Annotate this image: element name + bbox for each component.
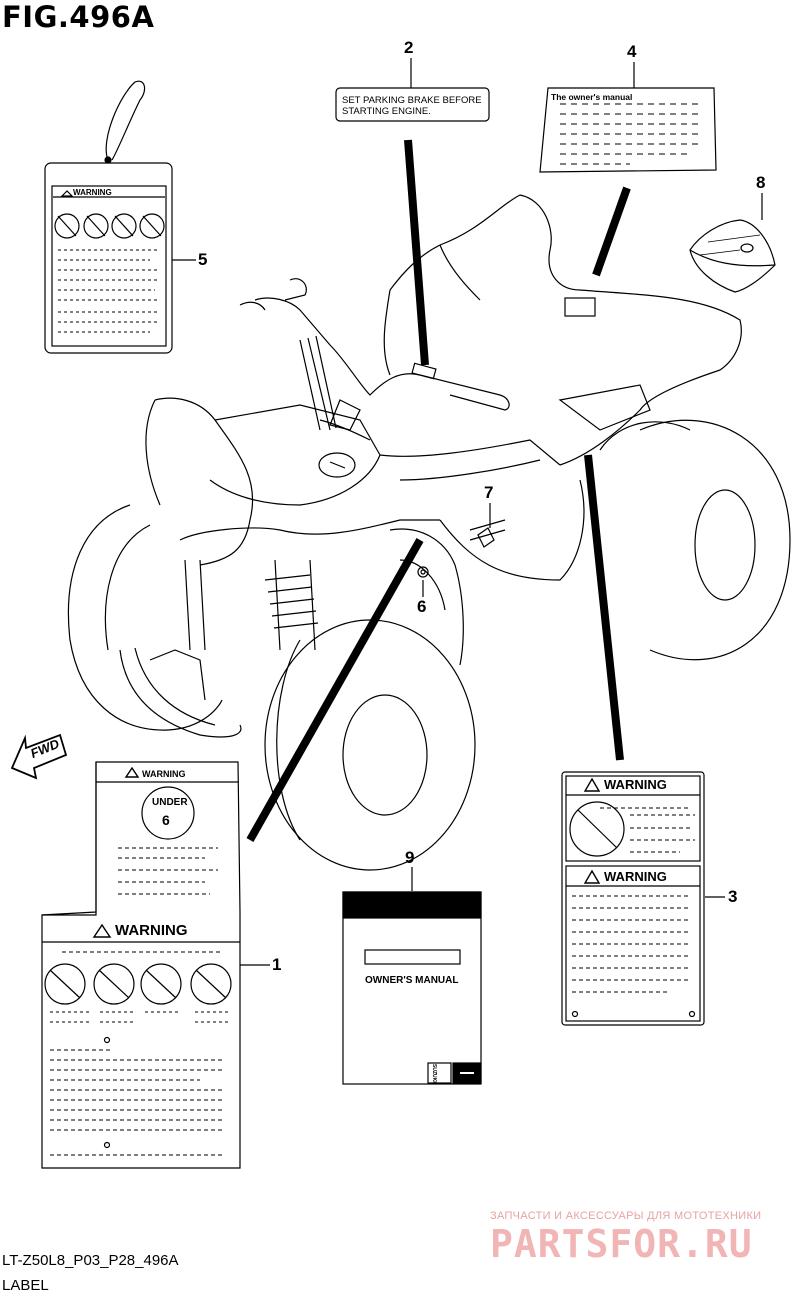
figure-title: FIG.496A <box>2 0 155 34</box>
plate1-top-warning-text: WARNING <box>142 769 186 779</box>
warning-triangles <box>92 766 601 938</box>
callout-7: 7 <box>484 483 494 502</box>
figure-code: LT-Z50L8_P03_P28_496A <box>2 1252 179 1269</box>
parking-brake-label <box>335 87 490 122</box>
parking-brake-text-line2: STARTING ENGINE. <box>342 106 431 117</box>
owners-manual-card-label <box>539 87 717 173</box>
pouch-label <box>689 219 776 293</box>
hang-tag-warning-text: WARNING <box>73 188 112 197</box>
under-age-text: UNDER <box>152 797 188 808</box>
watermark-logo: PARTSFOR.RU <box>490 1222 753 1266</box>
warning-plate-1 <box>41 761 241 1169</box>
callout-4: 4 <box>627 42 637 61</box>
hang-tag-label <box>44 80 173 354</box>
owners-manual-book <box>342 891 482 1085</box>
section-name: LABEL <box>2 1277 49 1294</box>
fwd-arrow <box>10 733 68 780</box>
parking-brake-text-line1: SET PARKING BRAKE BEFORE <box>342 95 482 106</box>
callout-8: 8 <box>756 173 766 192</box>
suzuki-brand-text: SUZUKI <box>431 1064 437 1083</box>
under-age-number: 6 <box>162 812 170 828</box>
leader-lines <box>246 139 631 842</box>
watermark-tagline: ЗАПЧАСТИ И АКСЕССУАРЫ ДЛЯ МОТОТЕХНИКИ <box>490 1210 762 1222</box>
callout-3: 3 <box>728 887 738 906</box>
owners-manual-card-text: The owner's manual <box>551 92 633 102</box>
plate3-warning-text: WARNING <box>604 869 667 884</box>
plate1-warning-text: WARNING <box>115 922 188 939</box>
callout-2: 2 <box>404 38 414 57</box>
callout-9: 9 <box>405 848 415 867</box>
thin-leaders <box>172 58 763 966</box>
warning-plate-3 <box>561 771 705 1026</box>
owners-manual-title: OWNER'S MANUAL <box>365 975 459 986</box>
callout-1: 1 <box>272 955 282 974</box>
atv-drawing <box>67 194 791 871</box>
plate3-top-warning-text: WARNING <box>604 777 667 792</box>
callout-5: 5 <box>198 250 208 269</box>
callout-6: 6 <box>417 597 427 616</box>
